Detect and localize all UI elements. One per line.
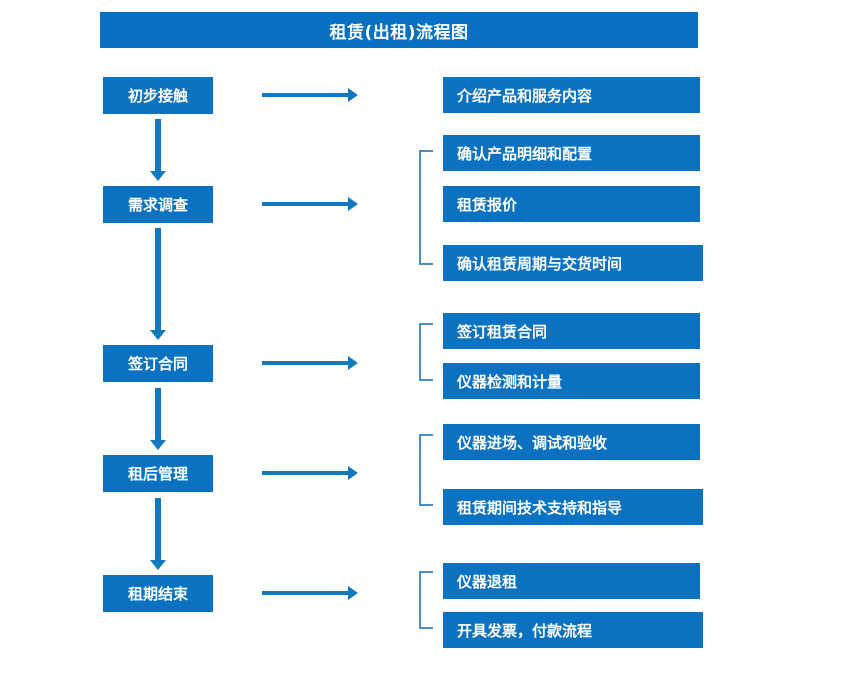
detail-box-6[interactable]: 仪器检测和计量 — [443, 363, 700, 399]
stage-box-4[interactable]: 租后管理 — [103, 455, 213, 492]
detail-box-9[interactable]: 仪器退租 — [443, 563, 700, 599]
detail-box-2[interactable]: 确认产品明细和配置 — [443, 135, 700, 171]
detail-box-8[interactable]: 租赁期间技术支持和指导 — [443, 489, 703, 525]
stage-box-5[interactable]: 租期结束 — [103, 575, 213, 612]
detail-box-3[interactable]: 租赁报价 — [443, 186, 700, 222]
right-arrow-stage1 — [262, 88, 358, 102]
right-arrow-stage2 — [262, 197, 358, 211]
stage-box-1[interactable]: 初步接触 — [103, 77, 213, 114]
right-arrow-stage4 — [262, 466, 358, 480]
detail-box-7[interactable]: 仪器进场、调试和验收 — [443, 424, 700, 460]
detail-box-5[interactable]: 签订租赁合同 — [443, 313, 700, 349]
group-bracket-requirements — [419, 150, 433, 265]
down-arrow-stage4-stage5 — [150, 498, 166, 570]
detail-box-1[interactable]: 介绍产品和服务内容 — [443, 77, 700, 113]
detail-box-4[interactable]: 确认租赁周期与交货时间 — [443, 245, 703, 281]
stage-box-2[interactable]: 需求调查 — [103, 186, 213, 223]
down-arrow-stage1-stage2 — [150, 119, 166, 181]
group-bracket-management — [419, 434, 433, 506]
flowchart-title: 租赁(出租)流程图 — [100, 12, 698, 48]
group-bracket-end — [419, 571, 433, 629]
down-arrow-stage2-stage3 — [150, 228, 166, 340]
stage-box-3[interactable]: 签订合同 — [103, 345, 213, 382]
down-arrow-stage3-stage4 — [150, 388, 166, 450]
group-bracket-contract — [419, 323, 433, 381]
detail-box-10[interactable]: 开具发票，付款流程 — [443, 612, 703, 648]
right-arrow-stage5 — [262, 586, 358, 600]
right-arrow-stage3 — [262, 356, 358, 370]
